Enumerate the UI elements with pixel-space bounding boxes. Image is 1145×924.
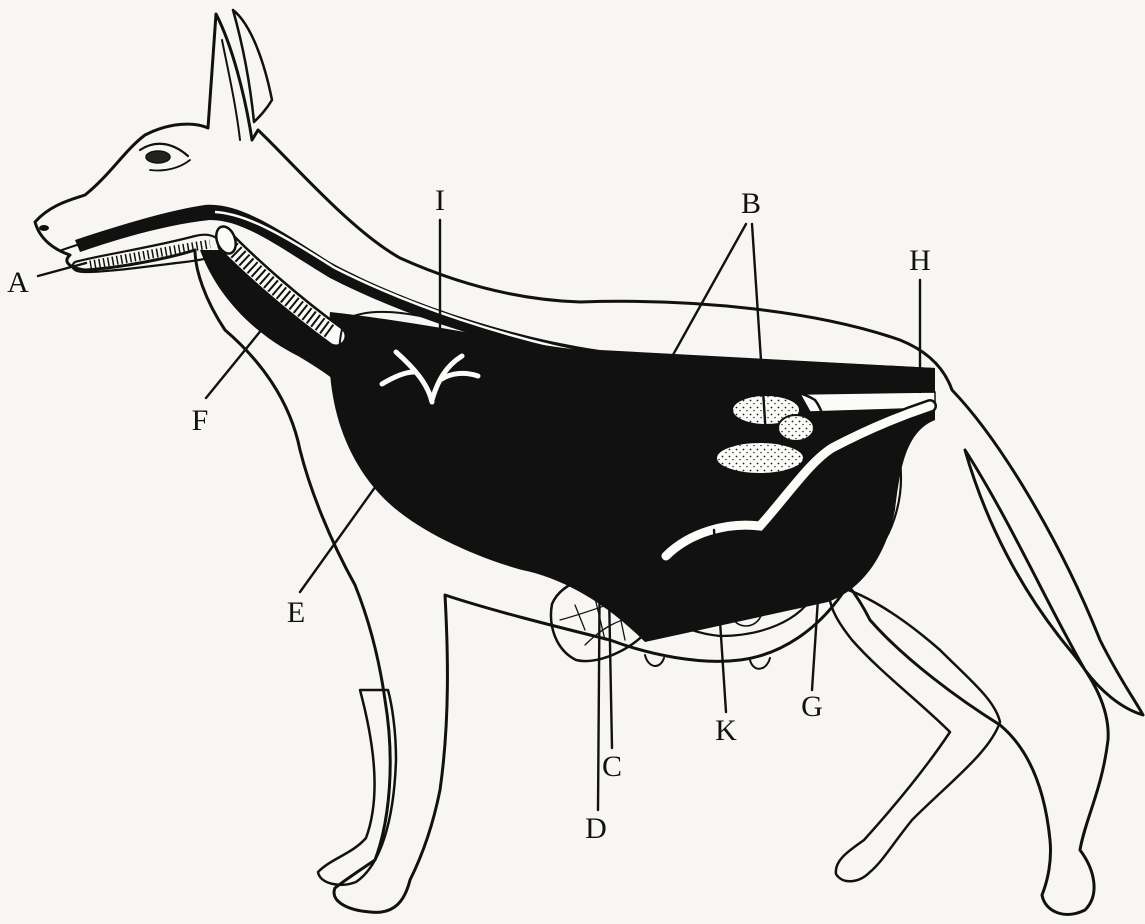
label-f: F (192, 404, 209, 437)
intestine-coil-3 (778, 415, 814, 441)
label-c: C (602, 750, 622, 783)
label-d: D (585, 812, 607, 845)
far-hind-leg (829, 585, 1000, 881)
label-e: E (287, 596, 305, 629)
intestine-coil-2 (716, 442, 804, 474)
label-k: K (715, 714, 737, 747)
label-b: B (741, 187, 761, 220)
label-g: G (801, 690, 823, 723)
eye (146, 151, 170, 163)
label-a: A (7, 266, 29, 299)
label-h: H (909, 244, 931, 277)
body-cavity (329, 312, 935, 642)
nipple-2 (750, 658, 770, 669)
nipple-1 (645, 655, 664, 666)
label-i: I (435, 184, 445, 217)
far-ear (233, 10, 272, 122)
far-front-leg (318, 690, 396, 885)
label-line-f (206, 312, 276, 398)
nostril (39, 225, 49, 231)
